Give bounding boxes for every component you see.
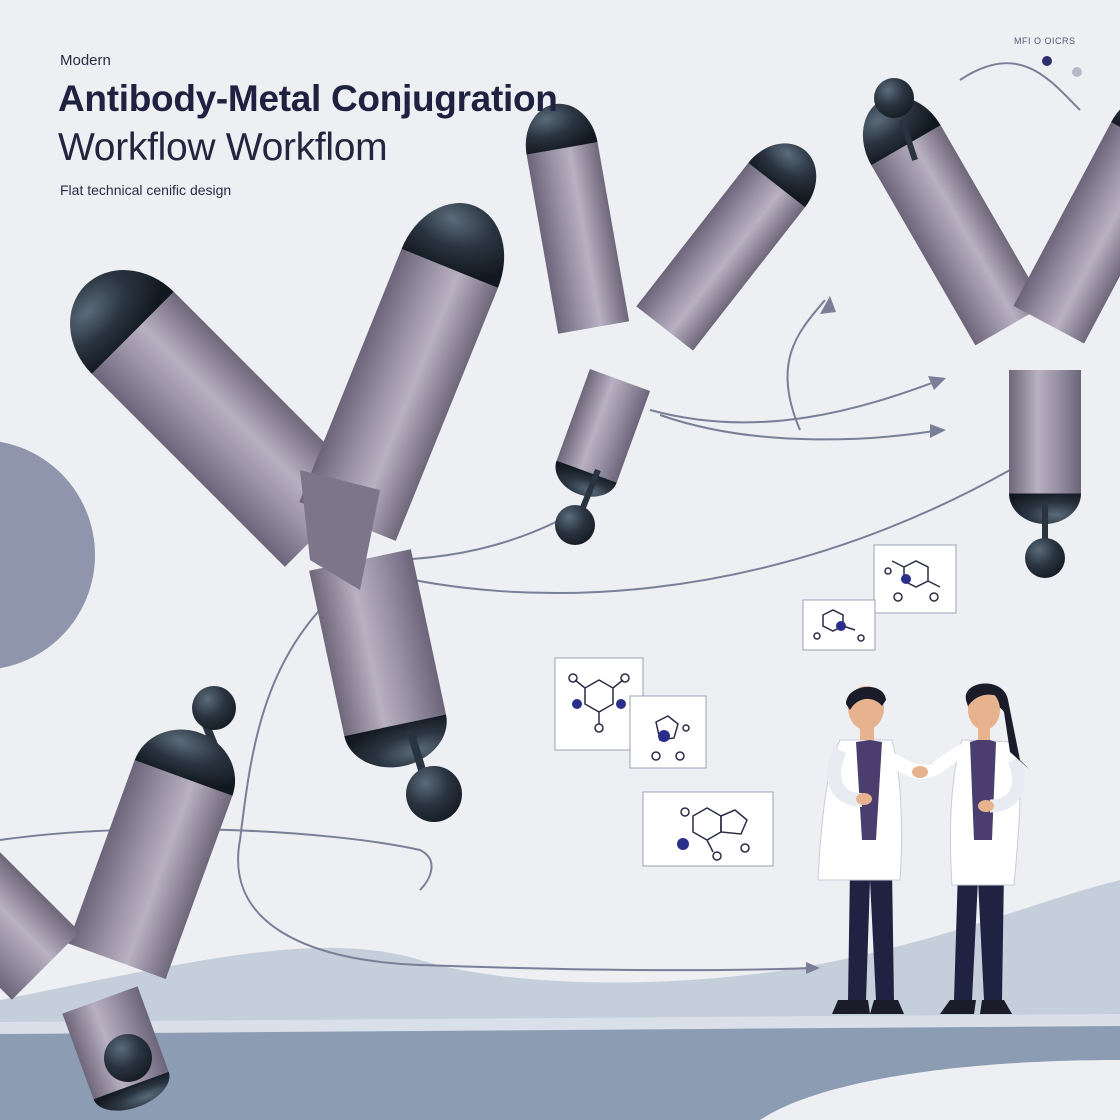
molecule-card-2 — [802, 599, 876, 651]
page-subtitle: Workflow Workflom — [58, 126, 388, 169]
foreground-wave — [760, 1060, 1120, 1120]
background-circle — [0, 441, 95, 669]
arrowheads — [806, 296, 946, 974]
scientist-male — [817, 686, 943, 1014]
page-title: Antibody-Metal Conjugration — [58, 78, 558, 119]
antibody-bottom-left — [0, 715, 249, 1120]
corner-mark-text: MFI O OICRS — [1014, 36, 1076, 46]
antibody-right — [845, 77, 1120, 578]
corner-dots — [1042, 56, 1082, 77]
connector-lines — [0, 62, 1081, 972]
molecule-card-5 — [642, 791, 774, 867]
molecule-card-1 — [873, 544, 957, 614]
antibody-large — [44, 186, 524, 822]
molecule-card-3 — [554, 657, 644, 751]
antibody-small — [518, 97, 833, 545]
kicker-text: Modern — [60, 52, 111, 69]
tagline-text: Flat technical ceniﬁc design — [60, 182, 232, 198]
floor-strip — [0, 1014, 1120, 1034]
scientist-female — [912, 683, 1030, 1014]
molecule-card-4 — [629, 695, 707, 769]
